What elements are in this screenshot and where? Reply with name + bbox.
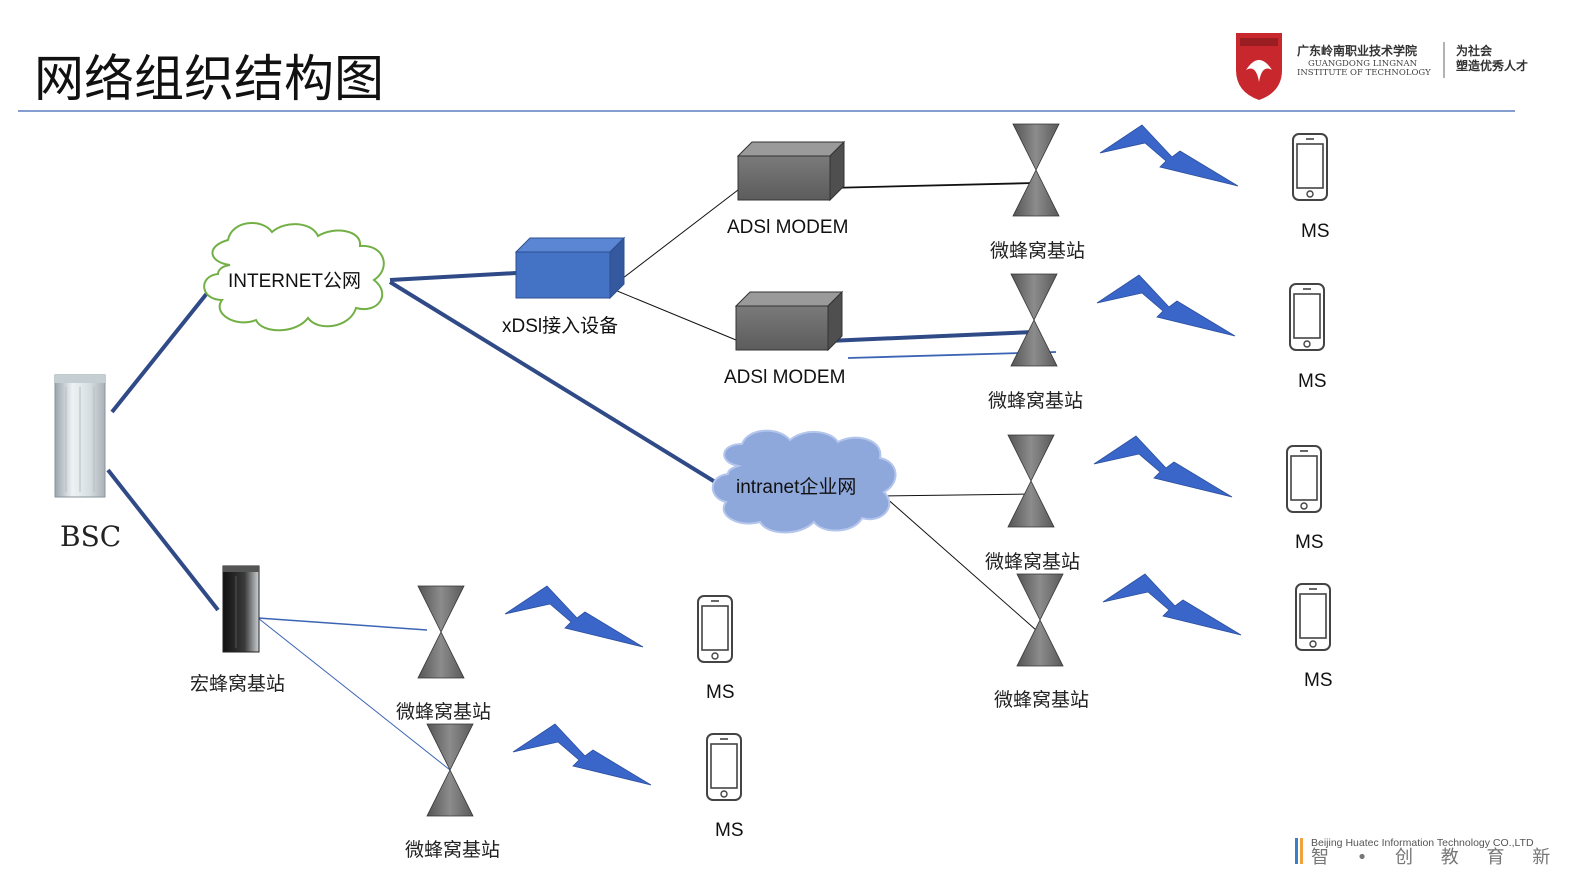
femto-1-label: 微蜂窝基站 <box>990 240 1085 262</box>
ms-2: MS <box>1289 283 1327 392</box>
femto-4-label: 微蜂窝基站 <box>994 689 1089 711</box>
bsc-label: BSC <box>60 520 121 553</box>
ms-1: MS <box>1292 133 1330 242</box>
ms-4: MS <box>1295 583 1333 691</box>
femto-station-5: 微蜂窝基站 <box>396 585 491 723</box>
ms-1-label: MS <box>1301 221 1330 242</box>
ms-3: MS <box>1286 445 1324 553</box>
mobile-phone-icon <box>1292 133 1328 201</box>
internet-label: INTERNET公网 <box>228 271 361 292</box>
link-bsc-macro <box>106 468 220 612</box>
link-internet-xdsl <box>389 271 517 282</box>
modem-1-label: ADSl MODEM <box>727 217 848 238</box>
lightning-bolt-icon <box>1093 435 1233 498</box>
adsl-modem-2: ADSl MODEM <box>724 290 845 388</box>
modem-2-label: ADSl MODEM <box>724 367 845 388</box>
mobile-phone-icon <box>1295 583 1331 651</box>
macro-base-station: 宏蜂窝基站 <box>190 565 285 695</box>
femto-2-label: 微蜂窝基站 <box>988 390 1083 412</box>
link-intranet-femto3 <box>883 493 1033 497</box>
femto-station-1: 微蜂窝基站 <box>990 123 1085 262</box>
slogan-line-1: 为社会 <box>1456 43 1493 58</box>
link-xdsl-modem2 <box>609 287 737 341</box>
footer-motto: 智 • 创 教 育 新 力 量 <box>1311 847 1573 868</box>
femto-3-label: 微蜂窝基站 <box>985 551 1080 573</box>
ms-2-label: MS <box>1298 371 1327 392</box>
femto-6-label: 微蜂窝基站 <box>405 839 500 861</box>
link-modem2-femto2 <box>827 330 1035 343</box>
lightning-bolt-icon <box>512 723 652 786</box>
lightning-bolt-icon <box>1102 573 1242 636</box>
adsl-modem-1: ADSl MODEM <box>727 140 848 238</box>
footer-brand: Beijing Huatec Information Technology CO… <box>1295 837 1573 868</box>
school-name-en-1: GUANGDONG LINGNAN <box>1308 59 1418 69</box>
lightning-bolt-icon <box>504 585 644 648</box>
link-macro-femto5 <box>257 617 428 631</box>
ms-4-label: MS <box>1304 670 1333 691</box>
footer-company: Beijing Huatec Information Technology CO… <box>1311 837 1534 849</box>
femto-station-3: 微蜂窝基站 <box>985 434 1080 573</box>
ms-5-label: MS <box>706 682 735 703</box>
connections <box>106 182 1057 771</box>
slogan-line-2: 塑造优秀人才 <box>1456 58 1528 73</box>
mobile-phone-icon <box>706 733 742 801</box>
femto-station-6: 微蜂窝基站 <box>405 723 500 861</box>
xdsl-label: xDSl接入设备 <box>502 315 618 337</box>
mobile-phone-icon <box>1286 445 1322 513</box>
link-intranet-femto4 <box>883 495 1037 631</box>
bsc-server: BSC <box>54 374 121 553</box>
school-logo: 广东岭南职业技术学院 GUANGDONG LINGNAN INSTITUTE O… <box>1236 33 1528 100</box>
lightning-bolt-icon <box>1096 274 1236 337</box>
mobile-phone-icon <box>697 595 733 663</box>
ms-5: MS <box>697 595 735 703</box>
lightning-bolt-icon <box>1099 124 1239 187</box>
intranet-label: intranet企业网 <box>736 476 856 498</box>
xdsl-device: xDSl接入设备 <box>502 236 626 337</box>
ms-3-label: MS <box>1295 532 1324 553</box>
femto-station-2: 微蜂窝基站 <box>988 273 1083 412</box>
link-internet-intranet <box>388 280 722 487</box>
macro-label: 宏蜂窝基站 <box>190 673 285 695</box>
link-bsc-internet <box>110 280 218 414</box>
school-name-cn: 广东岭南职业技术学院 <box>1297 43 1417 58</box>
link-macro-femto6 <box>257 617 451 771</box>
school-name-en-2: INSTITUTE OF TECHNOLOGY <box>1297 68 1431 78</box>
intranet-cloud: intranet企业网 <box>711 429 897 534</box>
page-title: 网络组织结构图 <box>34 50 384 108</box>
mobile-phone-icon <box>1289 283 1325 351</box>
link-modem1-femto1 <box>827 182 1035 189</box>
ms-6-label: MS <box>715 820 744 841</box>
ms-6: MS <box>706 733 744 841</box>
internet-cloud: INTERNET公网 <box>203 221 385 332</box>
femto-station-4: 微蜂窝基站 <box>994 573 1089 711</box>
femto-5-label: 微蜂窝基站 <box>396 701 491 723</box>
link-xdsl-modem1 <box>609 189 739 289</box>
